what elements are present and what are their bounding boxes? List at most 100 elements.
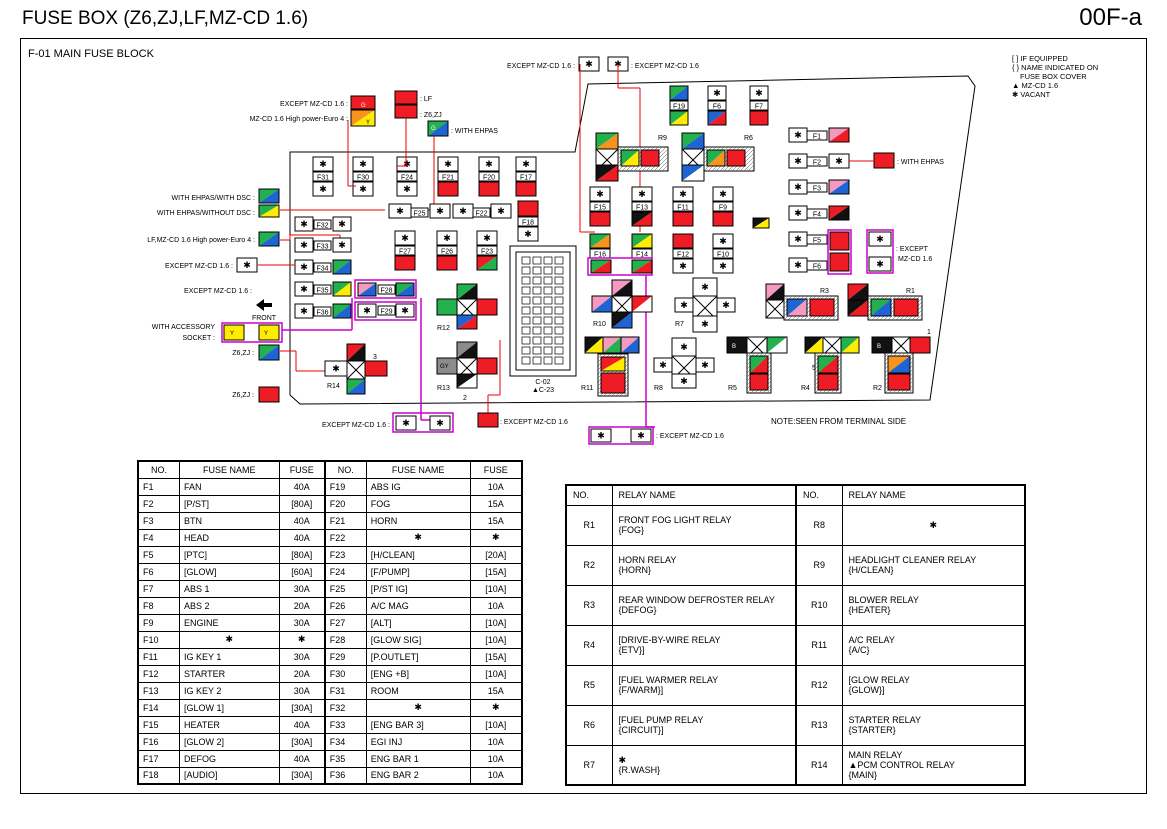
connector-pin bbox=[554, 316, 564, 325]
terminal-color-b bbox=[888, 356, 910, 373]
table-cell: F35 bbox=[323, 749, 367, 768]
terminal-box bbox=[357, 282, 377, 297]
connector-pin bbox=[554, 276, 564, 285]
vacant-star: ✱ bbox=[638, 189, 646, 199]
table-cell: 20A bbox=[278, 664, 326, 683]
table-cell: R7 bbox=[565, 744, 613, 786]
fuse-tag-label: F34 bbox=[316, 266, 328, 273]
table-cell: [GLOW 1] bbox=[179, 698, 280, 717]
connector-pin bbox=[554, 356, 564, 365]
table-cell: F33 bbox=[323, 715, 367, 734]
table-cell: F22 bbox=[323, 528, 367, 547]
vacant-terminal bbox=[294, 303, 314, 319]
fuse-tag-label: F27 bbox=[399, 249, 411, 256]
terminal-box bbox=[258, 324, 280, 341]
relay-switch-line bbox=[346, 360, 366, 380]
terminal-box bbox=[590, 259, 612, 274]
fuse-tag bbox=[377, 305, 396, 316]
terminal-box bbox=[672, 233, 694, 249]
table-cell: F13 bbox=[137, 681, 180, 700]
terminal-box bbox=[726, 149, 746, 167]
table-cell: IG KEY 1 bbox=[179, 647, 280, 666]
terminal-color-b bbox=[848, 284, 868, 300]
wire-letter: Y bbox=[366, 120, 370, 126]
fuse-tag-label: F6 bbox=[813, 264, 821, 271]
terminal-color-b bbox=[612, 312, 632, 328]
terminal-color-b bbox=[351, 110, 375, 126]
table-cell: F9 bbox=[137, 613, 180, 632]
connector-pin bbox=[521, 306, 531, 315]
terminal-color-b bbox=[457, 284, 477, 300]
terminal-color-b bbox=[621, 150, 639, 166]
table-cell: F6 bbox=[137, 562, 180, 581]
fuse-tag-label: F17 bbox=[520, 175, 532, 182]
table-cell: 10A bbox=[469, 732, 523, 751]
table-cell: [GLOW] bbox=[179, 562, 280, 581]
col-no: NO. bbox=[137, 460, 180, 479]
fuse-tag-label: F19 bbox=[673, 104, 685, 111]
table-cell: R5 bbox=[565, 664, 613, 706]
table-cell: 40A bbox=[278, 528, 326, 547]
vacant-star: ✱ bbox=[794, 130, 802, 140]
terminal-box bbox=[427, 120, 449, 137]
relay-tag-label: R2 bbox=[873, 385, 882, 392]
table-cell: F12 bbox=[137, 664, 180, 683]
terminal-box bbox=[829, 231, 850, 251]
table-cell: [ENG +B] bbox=[365, 664, 471, 683]
fuse-tag bbox=[472, 207, 491, 218]
terminal-box bbox=[828, 179, 850, 195]
vacant-terminal bbox=[332, 237, 352, 253]
legend-line: ✱ VACANT bbox=[1012, 90, 1051, 99]
fuse-tag bbox=[476, 245, 498, 256]
table-cell: F8 bbox=[137, 596, 180, 615]
legend-line: { } NAME INDICATED ON bbox=[1012, 63, 1099, 72]
vacant-star: ✱ bbox=[680, 300, 688, 310]
vacant-star: ✱ bbox=[713, 88, 721, 98]
terminal-box bbox=[258, 231, 280, 247]
terminal-color-b bbox=[457, 374, 477, 388]
connector-pin bbox=[554, 256, 564, 265]
terminal-box bbox=[223, 324, 245, 341]
terminal-color-b bbox=[333, 282, 351, 296]
vacant-terminal bbox=[653, 357, 673, 373]
fuse-tag-label: F10 bbox=[717, 252, 729, 259]
vacant-star: ✱ bbox=[794, 208, 802, 218]
vacant-star: ✱ bbox=[794, 260, 802, 270]
connector-pin bbox=[532, 326, 542, 335]
connector-pin bbox=[532, 256, 542, 265]
connector-pin bbox=[543, 286, 553, 295]
wire-letter: GY bbox=[440, 364, 449, 370]
terminal-box bbox=[364, 360, 388, 377]
table-cell: ENG BAR 1 bbox=[365, 749, 471, 768]
terminal-box bbox=[332, 281, 352, 297]
table-cell: [60A] bbox=[278, 562, 326, 581]
terminal-color-b bbox=[592, 296, 612, 312]
fuse-tag bbox=[806, 130, 828, 141]
fuse-tag bbox=[806, 208, 828, 219]
vacant-terminal bbox=[294, 281, 314, 297]
vacant-terminal bbox=[707, 85, 727, 101]
relay-hatch-line bbox=[831, 313, 839, 321]
terminal-color-b bbox=[632, 296, 652, 312]
table-cell: [P/ST IG] bbox=[365, 579, 471, 598]
terminal-box bbox=[707, 110, 727, 126]
vacant-terminal bbox=[712, 233, 734, 249]
vacant-terminal bbox=[672, 258, 694, 274]
terminal-color-b bbox=[396, 283, 414, 296]
relay-hatch-line bbox=[884, 352, 890, 358]
fuse-tag-label: F15 bbox=[594, 205, 606, 212]
fuse-table: NO. FUSE NAME FUSE NO. FUSE NAME FUSE F1… bbox=[137, 460, 523, 785]
terminal-box bbox=[436, 255, 458, 271]
col-relay-name: RELAY NAME bbox=[611, 484, 797, 506]
fuse-tag-label: F36 bbox=[316, 310, 328, 317]
vacant-star: ✱ bbox=[794, 156, 802, 166]
